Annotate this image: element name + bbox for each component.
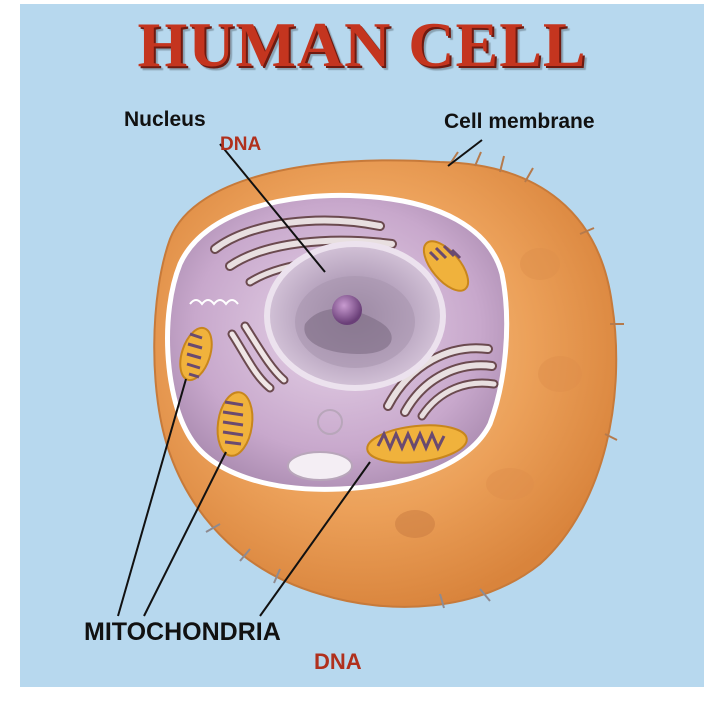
diagram-canvas: HUMAN CELL bbox=[20, 4, 704, 687]
mitochondria-dna-label: DNA bbox=[314, 649, 362, 675]
cell-membrane-label: Cell membrane bbox=[444, 110, 595, 134]
mitochondria-label: MITOCHONDRIA bbox=[84, 618, 281, 647]
nucleolus bbox=[332, 295, 362, 325]
mitochondria-leader-line-1 bbox=[118, 379, 186, 616]
nucleus-dna-label: DNA bbox=[220, 134, 261, 156]
nucleus-label: Nucleus bbox=[124, 108, 206, 132]
cell-diagram bbox=[20, 4, 704, 687]
